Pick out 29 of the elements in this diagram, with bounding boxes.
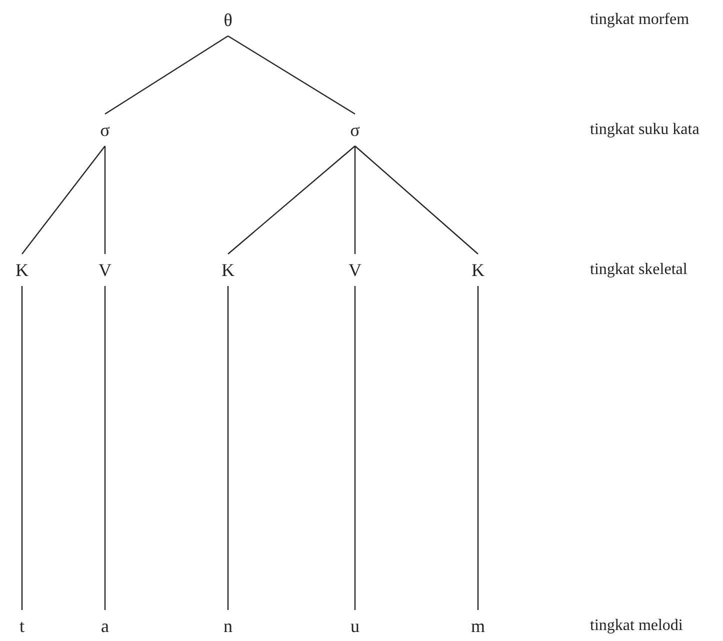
tree-node-symbol: V: [93, 258, 117, 282]
branch-line: [354, 146, 356, 254]
tree-node-symbol: K: [466, 258, 490, 282]
tree-node-symbol: K: [10, 258, 34, 282]
branch-line: [22, 146, 106, 254]
tree-node-symbol: σ: [93, 118, 117, 142]
level-label: tingkat melodi: [590, 616, 683, 636]
branch-line: [477, 286, 479, 610]
tree-node-symbol: n: [216, 614, 240, 638]
branch-line: [354, 146, 478, 254]
tree-node-symbol: t: [10, 614, 34, 638]
tree-node-symbol: σ: [343, 118, 367, 142]
tree-node-symbol: V: [343, 258, 367, 282]
branch-line: [228, 35, 356, 115]
tree-node-symbol: a: [93, 614, 117, 638]
tree-node-symbol: K: [216, 258, 240, 282]
branch-line: [354, 286, 356, 610]
branch-line: [228, 146, 356, 254]
tree-node-symbol: u: [343, 614, 367, 638]
level-label: tingkat morfem: [590, 10, 690, 30]
tree-node-symbol: m: [466, 614, 490, 638]
branch-line: [21, 286, 23, 610]
branch-line: [104, 286, 106, 610]
tree-node-symbol: θ: [216, 8, 240, 32]
branch-line: [104, 36, 228, 114]
level-label: tingkat suku kata: [590, 120, 700, 140]
branch-line: [104, 146, 106, 254]
branch-line: [227, 286, 229, 610]
level-label: tingkat skeletal: [590, 260, 688, 280]
